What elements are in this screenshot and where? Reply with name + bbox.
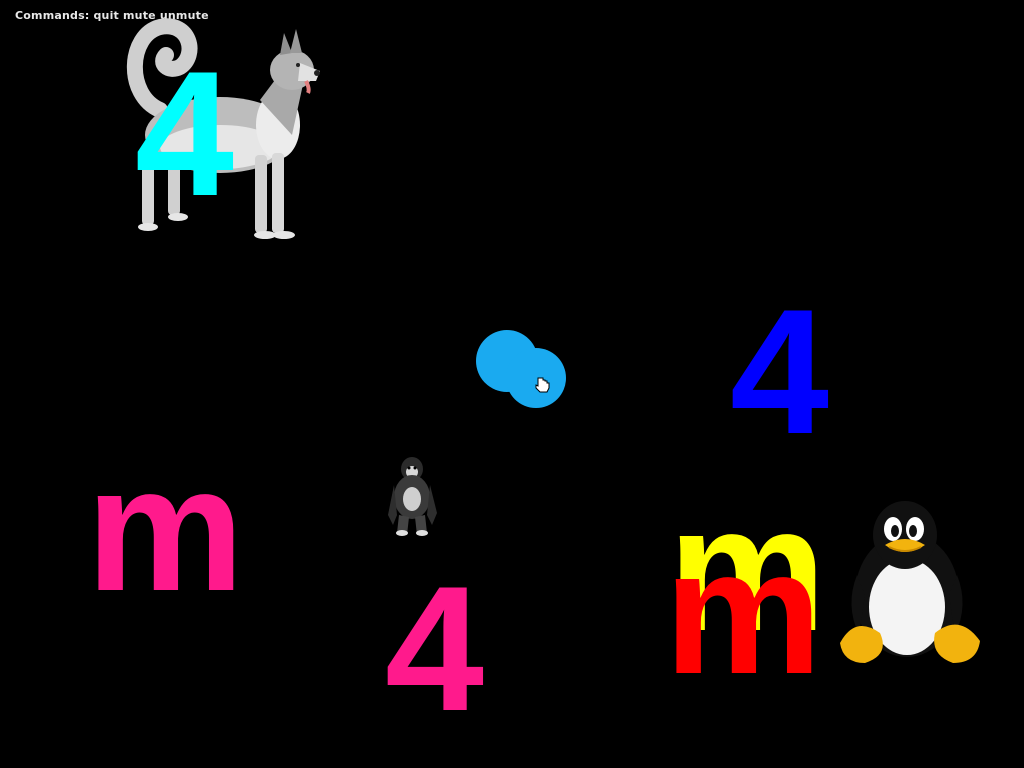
glyph-m-pink: m bbox=[86, 440, 244, 618]
glyph-char: m bbox=[664, 512, 823, 711]
hand-pointer-icon bbox=[535, 377, 550, 393]
glyph-char: 4 bbox=[730, 272, 829, 471]
tux-penguin-image bbox=[840, 501, 980, 663]
husky-dog-image bbox=[126, 18, 320, 239]
glyph-char: m bbox=[86, 429, 245, 628]
glyph-m-red: m bbox=[664, 523, 822, 701]
glyph-char: m bbox=[668, 469, 827, 668]
glyph-m-yellow: m bbox=[668, 480, 826, 658]
glyph-4-cyan: 4 bbox=[135, 45, 234, 223]
paint-blob bbox=[506, 348, 566, 408]
glyph-4-pink: 4 bbox=[385, 560, 484, 738]
chimpanzee-image bbox=[388, 457, 437, 536]
glyph-4-blue: 4 bbox=[730, 283, 829, 461]
glyph-char: 4 bbox=[385, 549, 484, 748]
glyph-char: 4 bbox=[135, 34, 234, 233]
commands-hint: Commands: quit mute unmute bbox=[15, 9, 209, 22]
